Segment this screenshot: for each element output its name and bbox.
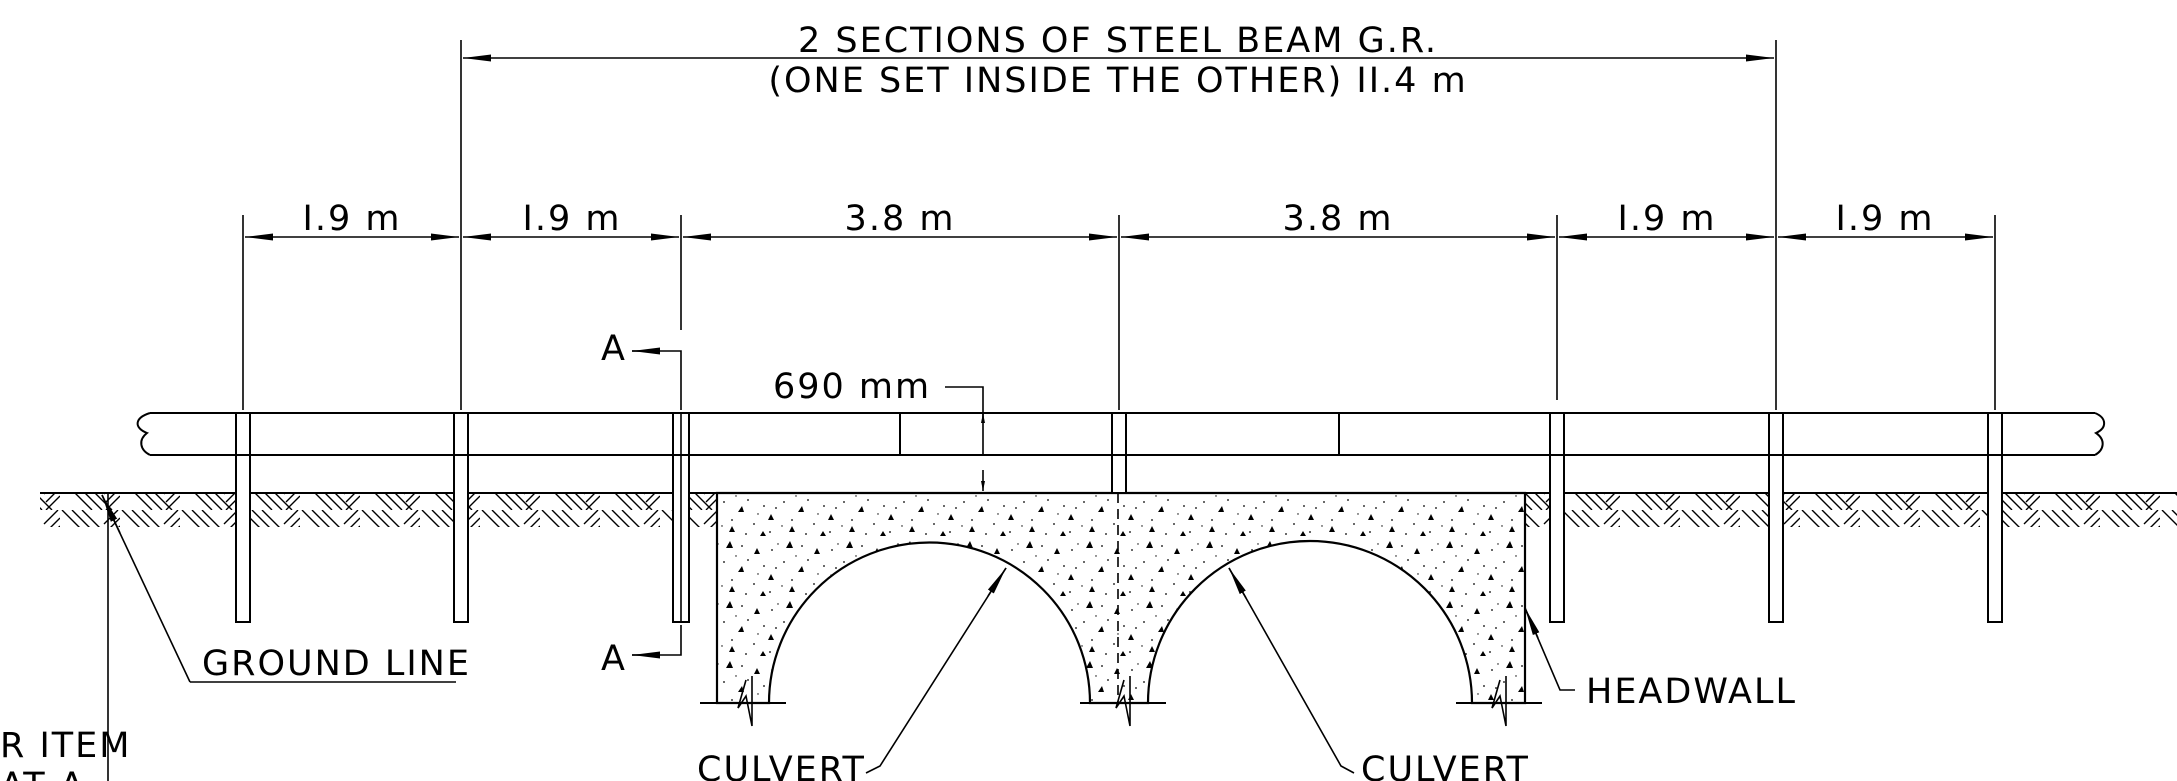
cut-off-text-line1: R ITEM	[0, 726, 131, 766]
post-5	[1549, 412, 1565, 623]
cut-off-callout: R ITEM AT A	[0, 726, 131, 781]
guardrail-posts	[235, 412, 2003, 623]
post-spacing-dimensions: I.9 m I.9 m 3.8 m 3.8 m I.9 m I.9 m	[242, 199, 1996, 410]
post-7	[1987, 412, 2003, 623]
post-1	[235, 412, 251, 623]
section-mark-bottom: A	[601, 639, 627, 679]
culvert-label-right: CULVERT	[1361, 750, 1530, 781]
spacing-label-3: 3.8 m	[845, 199, 956, 239]
culvert-headwall	[700, 491, 1542, 727]
headwall-callout: HEADWALL	[1524, 607, 1797, 712]
cut-off-text-line2: AT A	[0, 766, 86, 781]
spacing-label-5: I.9 m	[1618, 199, 1717, 239]
culvert-right	[1456, 676, 1542, 727]
culvert-left	[700, 676, 786, 727]
ground-hatching	[40, 492, 2177, 527]
ground-line-callout: GROUND LINE	[101, 493, 471, 781]
guardrail-beam	[136, 412, 2106, 456]
post-6	[1768, 412, 1784, 623]
clearance-label: 690 mm	[773, 367, 931, 407]
culvert-callout-right: CULVERT	[1228, 567, 1530, 781]
spacing-label-1: I.9 m	[303, 199, 402, 239]
spacing-label-6: I.9 m	[1836, 199, 1935, 239]
clearance-dimension: 690 mm	[773, 367, 985, 491]
beam-span-label-line1: 2 SECTIONS OF STEEL BEAM G.R.	[798, 21, 1438, 61]
spacing-label-2: I.9 m	[523, 199, 622, 239]
section-mark-top: A	[601, 329, 627, 369]
spacing-label-4: 3.8 m	[1283, 199, 1394, 239]
culvert-label-left: CULVERT	[697, 750, 866, 781]
culvert-callout-left: CULVERT	[697, 567, 1007, 781]
post-2	[453, 412, 469, 623]
ground-line-label: GROUND LINE	[202, 644, 471, 684]
beam-span-label-line2: (ONE SET INSIDE THE OTHER) II.4 m	[768, 61, 1467, 101]
post-4	[1111, 412, 1127, 494]
section-markers: A A	[601, 329, 682, 679]
beam-span-dimension: 2 SECTIONS OF STEEL BEAM G.R. (ONE SET I…	[460, 21, 1777, 410]
headwall-label: HEADWALL	[1586, 672, 1797, 712]
culvert-center-footing	[1080, 676, 1166, 727]
